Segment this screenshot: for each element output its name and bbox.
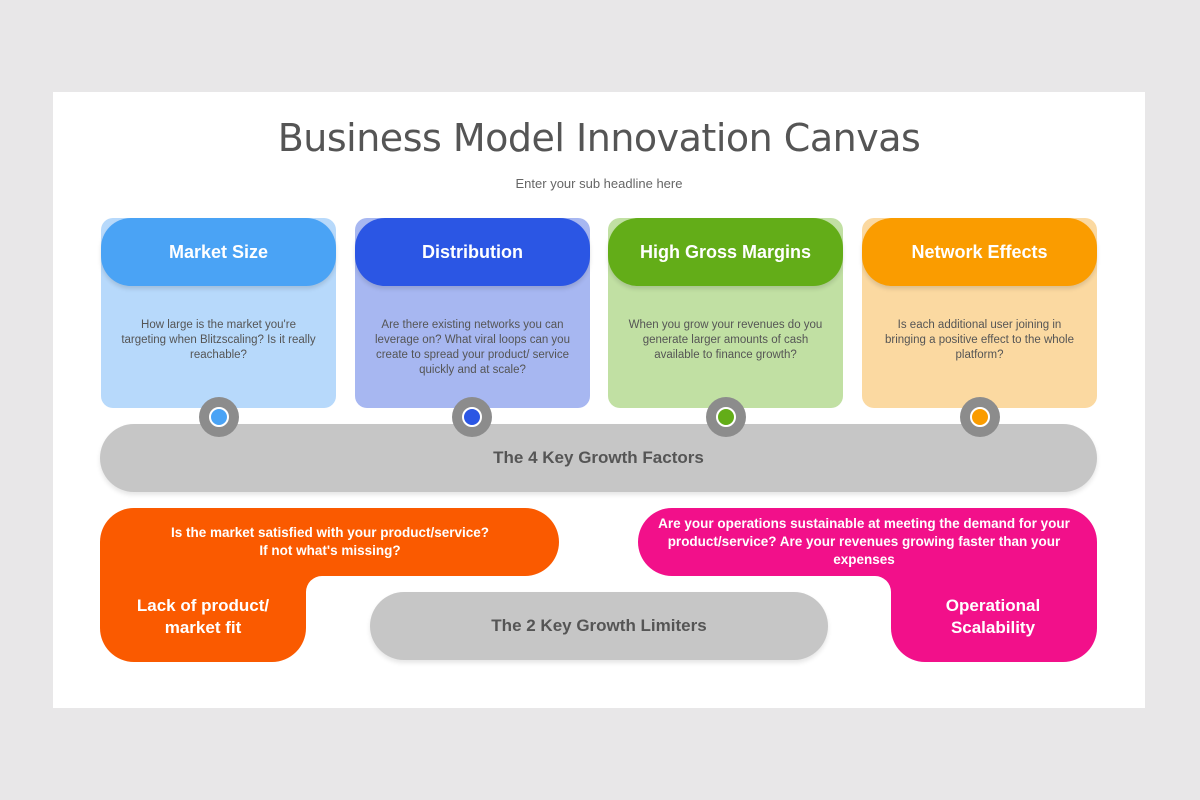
connector-dot xyxy=(960,397,1000,437)
page-subtitle: Enter your sub headline here xyxy=(515,176,683,191)
factor-description: Is each additional user joining in bring… xyxy=(884,319,1075,361)
factor-heading: Distribution xyxy=(355,218,590,286)
factor-heading: High Gross Margins xyxy=(608,218,843,286)
connector-dot xyxy=(706,397,746,437)
factor-card-distribution: Distribution Are there existing networks… xyxy=(355,218,590,408)
limiter-shape xyxy=(638,508,1097,662)
limiter-question: Is the market satisfied with your produc… xyxy=(170,525,490,558)
limiter-operational-scalability: Are your operations sustainable at meeti… xyxy=(638,508,1097,662)
limiter-question: Are your operations sustainable at meeti… xyxy=(658,516,1070,567)
factor-heading: Market Size xyxy=(101,218,336,286)
connector-dot xyxy=(199,397,239,437)
connector-dot-center xyxy=(970,407,990,427)
limiter-product-market-fit: Is the market satisfied with your produc… xyxy=(100,508,559,662)
connector-dot-center xyxy=(462,407,482,427)
factor-heading: Network Effects xyxy=(862,218,1097,286)
factor-description: How large is the market you're targeting… xyxy=(121,319,316,361)
connector-dot-center xyxy=(209,407,229,427)
connector-dot-center xyxy=(716,407,736,427)
factor-card-high-gross-margins: High Gross Margins When you grow your re… xyxy=(608,218,843,408)
factor-description: When you grow your revenues do you gener… xyxy=(628,319,823,361)
factor-card-network-effects: Network Effects Is each additional user … xyxy=(862,218,1097,408)
limiter-label: Operational Scalability xyxy=(945,596,1041,637)
growth-factors-bar: The 4 Key Growth Factors xyxy=(100,424,1097,492)
connector-dot xyxy=(452,397,492,437)
slide: Business Model Innovation Canvas Enter y… xyxy=(53,92,1145,708)
growth-limiters-bar: The 2 Key Growth Limiters xyxy=(370,592,828,660)
page-title: Business Model Innovation Canvas xyxy=(277,116,921,160)
factor-card-market-size: Market Size How large is the market you'… xyxy=(101,218,336,408)
limiter-shape xyxy=(100,508,559,662)
factor-description: Are there existing networks you can leve… xyxy=(375,319,570,376)
limiter-label: Lack of product/ market fit xyxy=(136,596,270,637)
